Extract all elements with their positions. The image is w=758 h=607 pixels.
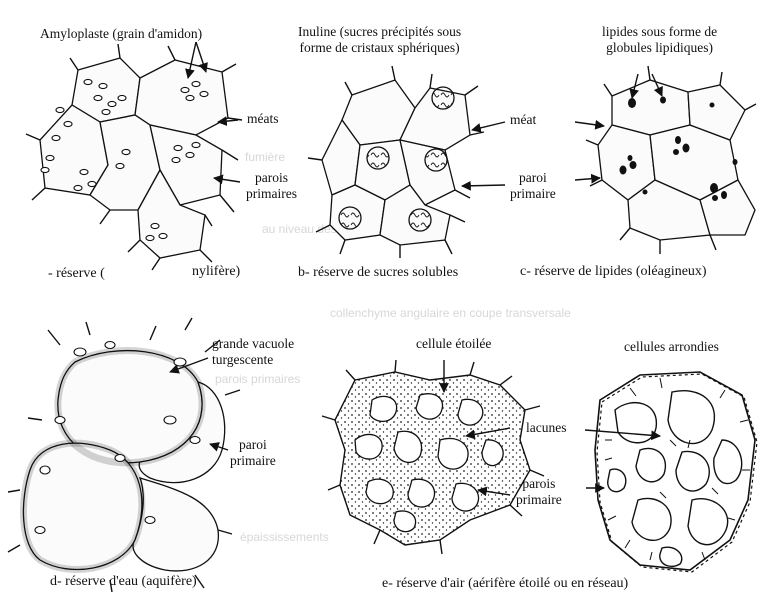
label-inuline: Inuline (sucres précipités sous forme de… — [298, 24, 461, 55]
panel-d-water-tissue — [8, 318, 240, 592]
caption-e: e- réserve d'air (aérifère étoilé ou en … — [382, 576, 628, 592]
panel-b-inulin-tissue — [308, 66, 505, 258]
label-lipides-line2: globules lipidiques) — [606, 40, 713, 55]
label-lipides: lipides sous forme de globules lipidique… — [602, 24, 717, 55]
panel-e-stellate-tissue — [322, 360, 544, 554]
label-primaire-d-line2: primaire — [230, 453, 276, 468]
caption-c: c- réserve de lipides (oléagineux) — [520, 264, 707, 280]
label-inuline-line2: forme de cristaux sphériques) — [300, 40, 460, 55]
label-cellule-etoilee: cellule étoilée — [416, 336, 491, 352]
panel-c-lipid-tissue — [575, 66, 756, 254]
label-parois-e-line1: parois — [522, 476, 555, 491]
label-meat: méat — [510, 112, 536, 128]
label-paroi-b-line1: paroi — [519, 170, 547, 185]
label-primaire-b-line2: primaire — [510, 186, 556, 201]
caption-b: b- réserve de sucres solubles — [298, 265, 458, 281]
label-parois: parois primaires — [246, 170, 297, 201]
label-inuline-line1: Inuline (sucres précipités sous — [298, 24, 461, 39]
label-grande-vacuole: grande vacuole turgescente — [212, 336, 294, 367]
label-lipides-line1: lipides sous forme de — [602, 24, 717, 39]
caption-a-right: nylifère) — [192, 264, 240, 280]
label-paroi-b: paroi primaire — [510, 170, 556, 201]
label-amyloplaste: Amyloplaste (grain d'amidon) — [40, 26, 202, 42]
label-parois-line1: parois — [255, 170, 288, 185]
label-lacunes: lacunes — [526, 420, 566, 436]
label-parois-e: parois primaire — [516, 476, 562, 507]
panel-e-network-tissue — [585, 372, 757, 572]
caption-a-left: - réserve ( — [48, 266, 105, 282]
caption-d: d- réserve d'eau (aquifère) — [50, 574, 197, 590]
label-vacuole-line2: turgescente — [212, 352, 273, 367]
label-vacuole-line1: grande vacuole — [212, 336, 294, 351]
label-paroi-d-line1: paroi — [239, 437, 267, 452]
label-primaire-e-line2: primaire — [516, 492, 562, 507]
panel-a-starch-tissue — [26, 42, 242, 270]
label-cellules-arrondies: cellules arrondies — [624, 339, 719, 355]
label-paroi-d: paroi primaire — [230, 437, 276, 468]
label-primaires-line2: primaires — [246, 186, 297, 201]
label-meats: méats — [247, 111, 279, 127]
